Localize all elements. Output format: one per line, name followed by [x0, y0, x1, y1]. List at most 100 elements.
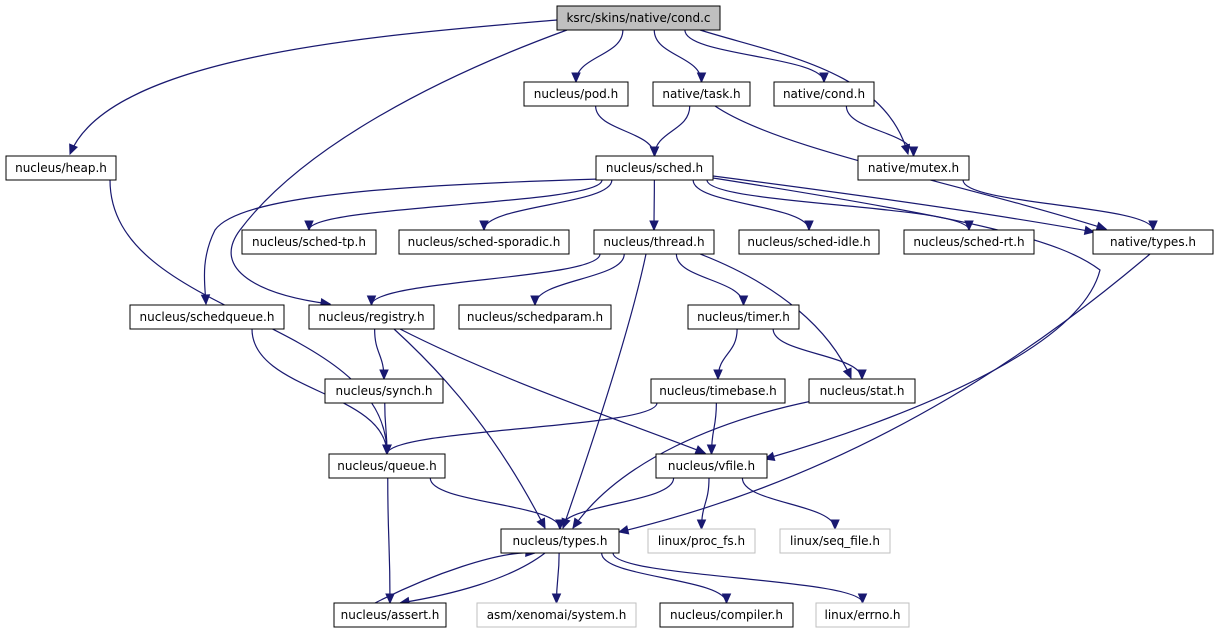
node-box [458, 304, 612, 330]
edge-arrowhead [649, 146, 660, 158]
edge-sched-to-schedtp [304, 179, 603, 232]
edge-ncond-to-mutex [845, 105, 919, 158]
edge-arrowhead [696, 72, 707, 84]
node-box [857, 155, 970, 181]
edge-vfile-to-types [555, 477, 675, 531]
node-types[interactable]: nucleus/types.h [500, 528, 620, 554]
edge-line [483, 179, 613, 231]
node-registry[interactable]: nucleus/registry.h [308, 304, 435, 330]
edge-root-to-mutex [699, 29, 911, 156]
node-box [328, 453, 446, 479]
node-timer[interactable]: nucleus/timer.h [687, 304, 800, 330]
node-box [333, 602, 447, 628]
edge-line [712, 175, 1095, 233]
edge-arrowhead [571, 72, 581, 84]
edge-line [230, 29, 568, 305]
node-label: nucleus/heap.h [15, 161, 107, 175]
node-procfs: linux/proc_fs.h [647, 528, 756, 554]
edge-types-to-errno [612, 552, 868, 605]
edge-mutex-to-ntypes [962, 179, 1158, 232]
edge-line [370, 253, 601, 306]
edge-registry-to-synch [374, 328, 389, 381]
edge-registry-to-types [393, 328, 546, 530]
edge-root-to-task [653, 29, 707, 84]
edge-arrowhead [1083, 225, 1096, 236]
node-box [1092, 229, 1214, 255]
edge-line [251, 328, 388, 455]
edge-task-to-sched [649, 105, 691, 158]
edge-line [572, 400, 813, 529]
edge-stat-to-types [572, 400, 813, 530]
edge-arrowhead [649, 220, 659, 232]
node-mutex[interactable]: native/mutex.h [857, 155, 970, 181]
node-box [324, 378, 444, 404]
node-box [647, 528, 756, 554]
node-assert[interactable]: nucleus/assert.h [333, 602, 447, 628]
edge-line [706, 179, 970, 231]
node-label: native/cond.h [783, 87, 865, 101]
node-label: nucleus/types.h [513, 534, 608, 548]
edge-arrowhead [842, 367, 852, 380]
edge-root-to-pod [571, 29, 624, 84]
node-timebase[interactable]: nucleus/timebase.h [650, 378, 786, 404]
edge-vfile-to-seqfile [741, 477, 840, 531]
node-seqfile: linux/seq_file.h [779, 528, 891, 554]
edge-arrowhead [857, 593, 868, 605]
edge-line [374, 552, 536, 604]
edge-arrowhead [304, 220, 314, 232]
node-label: nucleus/assert.h [341, 608, 440, 622]
node-box [523, 81, 629, 107]
node-root[interactable]: ksrc/skins/native/cond.c [556, 5, 721, 31]
edge-line [699, 29, 909, 155]
node-ntypes[interactable]: native/types.h [1092, 229, 1214, 255]
node-heap[interactable]: nucleus/heap.h [5, 155, 117, 181]
edge-line [601, 552, 728, 604]
edge-timer-to-stat [772, 328, 867, 381]
node-compiler[interactable]: nucleus/compiler.h [659, 602, 794, 628]
edge-ntypes-to-types [617, 253, 1151, 535]
node-schedspor[interactable]: nucleus/sched-sporadic.h [398, 229, 570, 255]
edge-line [399, 328, 706, 454]
node-label: nucleus/sched.h [606, 161, 703, 175]
node-box [595, 155, 714, 181]
node-task[interactable]: native/task.h [652, 81, 751, 107]
edge-line [675, 253, 745, 306]
edge-line [534, 253, 625, 306]
edge-arrowhead [908, 146, 919, 158]
node-vfile[interactable]: nucleus/vfile.h [655, 453, 768, 479]
node-label: nucleus/queue.h [337, 459, 436, 473]
node-queue[interactable]: nucleus/queue.h [328, 453, 446, 479]
node-schedparam[interactable]: nucleus/schedparam.h [458, 304, 612, 330]
edge-arrowhead [1148, 220, 1158, 232]
node-label: native/mutex.h [868, 161, 959, 175]
node-schedidle[interactable]: nucleus/sched-idle.h [738, 229, 880, 255]
edge-arrowhead [379, 369, 389, 381]
edge-arrowhead [479, 220, 489, 232]
node-schedrt[interactable]: nucleus/sched-rt.h [903, 229, 1035, 255]
edge-timer-to-timebase [713, 328, 738, 381]
node-sched[interactable]: nucleus/sched.h [595, 155, 714, 181]
edge-arrowhead [804, 220, 814, 232]
edge-line [653, 29, 703, 83]
edge-arrowhead [382, 444, 392, 456]
edge-line [387, 477, 391, 604]
edge-root-to-heap [69, 19, 558, 156]
node-box [556, 5, 721, 31]
edge-arrowhead [555, 519, 565, 531]
node-schedtp[interactable]: nucleus/sched-tp.h [241, 229, 377, 255]
edge-line [962, 179, 1154, 231]
edge-types-to-compiler [601, 552, 732, 605]
node-synch[interactable]: nucleus/synch.h [324, 378, 444, 404]
node-label: native/task.h [662, 87, 740, 101]
edge-line [618, 253, 1151, 533]
node-ncond[interactable]: native/cond.h [773, 81, 875, 107]
node-label: nucleus/sched-tp.h [252, 235, 366, 249]
node-label: nucleus/compiler.h [670, 608, 783, 622]
node-schedqueue[interactable]: nucleus/schedqueue.h [129, 304, 285, 330]
edge-line [741, 477, 836, 530]
node-label: nucleus/timebase.h [659, 384, 777, 398]
node-stat[interactable]: nucleus/stat.h [808, 378, 916, 404]
edge-line [595, 105, 656, 157]
node-pod[interactable]: nucleus/pod.h [523, 81, 629, 107]
node-thread[interactable]: nucleus/thread.h [593, 229, 715, 255]
